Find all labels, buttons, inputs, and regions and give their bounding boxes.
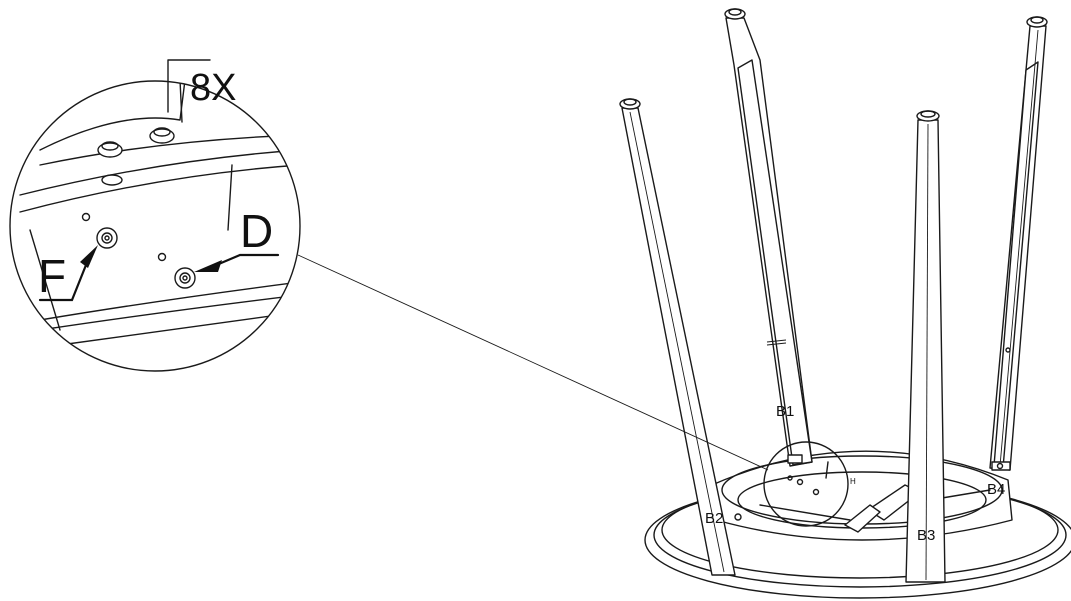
label-b1: B1 xyxy=(776,403,794,420)
zoom-detail xyxy=(9,59,301,372)
label-b3: B3 xyxy=(917,527,935,544)
callout-f-arrow xyxy=(38,245,98,302)
callout-label-d: D xyxy=(240,205,273,257)
leg-b4 xyxy=(989,16,1048,471)
center-brace xyxy=(759,484,991,533)
callout-label-f: F xyxy=(38,250,66,302)
label-b2: B2 xyxy=(705,510,723,527)
leg-b3 xyxy=(905,110,946,583)
quantity-label: 8X xyxy=(190,67,236,109)
label-h: H xyxy=(850,477,856,486)
leg-b2 xyxy=(619,98,742,576)
detail-target-circle xyxy=(763,441,849,527)
leader-line xyxy=(297,254,769,471)
label-b4: B4 xyxy=(987,481,1005,498)
stool-assembly: B1 B2 B3 B4 H xyxy=(619,8,1071,599)
leg-b1 xyxy=(724,8,813,467)
callout-d-arrow xyxy=(194,253,280,272)
